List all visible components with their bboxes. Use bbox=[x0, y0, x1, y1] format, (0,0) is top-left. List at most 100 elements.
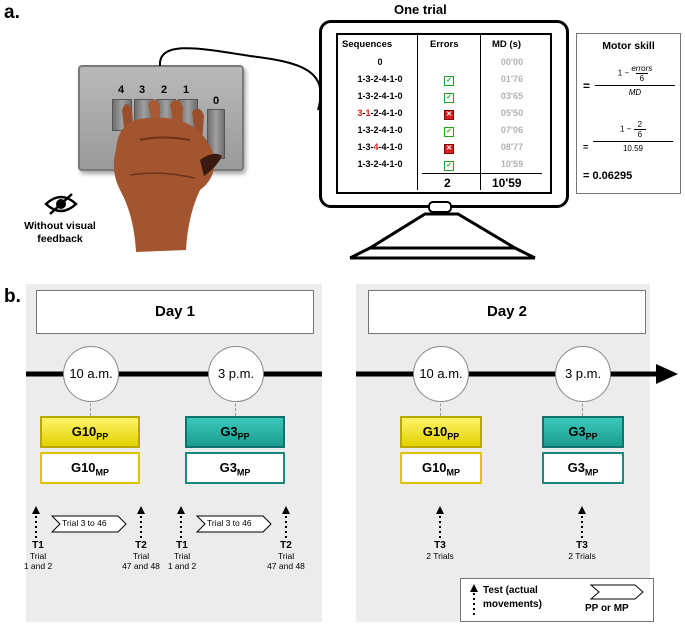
keypad-cable bbox=[158, 47, 322, 111]
legend-test-label: Test (actual movements) bbox=[483, 585, 542, 610]
practice-label-2: Trial 3 to 46 bbox=[207, 518, 252, 528]
errors-total: 2 bbox=[444, 176, 451, 190]
session-circle-day1-10am: 10 a.m. bbox=[63, 346, 119, 402]
motor-skill-title: Motor skill bbox=[602, 40, 655, 52]
group-g10-mp-day1: G10MP bbox=[40, 452, 140, 484]
sequence-row-5-error: 4 bbox=[373, 142, 379, 152]
md-row-2: 03'65 bbox=[500, 91, 524, 101]
md-row-4: 07'06 bbox=[500, 125, 524, 135]
md-row-1: 01'76 bbox=[500, 74, 524, 84]
errors-column-divider bbox=[417, 35, 418, 190]
session-circle-day2-3pm: 3 p.m. bbox=[555, 346, 611, 402]
sequence-row-4: 1-3-2-4-1-0 bbox=[357, 125, 403, 135]
md-row-6: 10'59 bbox=[500, 159, 524, 169]
sequence-column: 0 1-3-2-4-1-0 1-3-2-4-1-0 3-1-2-4-1-0 1-… bbox=[346, 57, 416, 172]
no-visual-feedback-label: Without visual feedback bbox=[24, 220, 96, 245]
test-t2-day1: T2 Trial 47 and 48 bbox=[116, 540, 166, 571]
trial-title: One trial bbox=[394, 2, 447, 17]
key-label-2: 2 bbox=[161, 84, 168, 96]
sequence-row-5: 1-3-4-4-1-0 bbox=[346, 142, 414, 152]
check-icon: ✓ bbox=[444, 127, 454, 137]
day-2-title: Day 2 bbox=[486, 303, 528, 320]
test-t1-sub: Trial 1 and 2 bbox=[23, 551, 53, 571]
test-t3-sub: 2 Trials bbox=[426, 551, 454, 561]
session-guide-3 bbox=[440, 394, 441, 416]
key-label-0: 0 bbox=[213, 95, 220, 107]
test-t1-day1-pm: T1 Trial 1 and 2 bbox=[162, 540, 202, 571]
key-label-3: 3 bbox=[139, 84, 146, 96]
key-label-4: 4 bbox=[118, 84, 125, 96]
formula-2-denominator: 10.59 bbox=[593, 141, 673, 153]
test-t2-sub: Trial 47 and 48 bbox=[267, 551, 305, 571]
test-t1-label: T1 bbox=[32, 540, 44, 551]
md-column-divider bbox=[480, 35, 481, 190]
key-label-1: 1 bbox=[183, 84, 190, 96]
moon-icon bbox=[329, 358, 344, 388]
sequence-row-0: 0 bbox=[377, 57, 383, 67]
sequence-row-1: 1-3-2-4-1-0 bbox=[357, 74, 403, 84]
test-t3-day2-am: T3 2 Trials bbox=[415, 540, 465, 561]
test-t1-day1: T1 Trial 1 and 2 bbox=[18, 540, 58, 571]
practice-chevron-1 bbox=[50, 515, 127, 533]
crossed-eye-icon bbox=[44, 193, 78, 215]
cross-icon: ✕ bbox=[444, 144, 454, 154]
formula-2-six: 6 bbox=[633, 129, 647, 139]
sequence-row-3-error-a: 3 bbox=[357, 108, 363, 118]
test-t3-label: T3 bbox=[576, 540, 588, 551]
panel-b-label: b. bbox=[4, 286, 21, 307]
equals-sign-1: = bbox=[583, 79, 591, 93]
test-t2-sub: Trial 47 and 48 bbox=[122, 551, 160, 571]
legend-practice-chevron bbox=[589, 584, 644, 600]
formula-2-errors-term: 2 bbox=[637, 120, 643, 129]
md-row-5: 08'77 bbox=[500, 142, 524, 152]
md-column: 00'00 01'76 03'65 05'50 07'06 08'77 10'5… bbox=[482, 57, 544, 172]
sequence-row-5-start: 1-3- bbox=[357, 142, 374, 152]
sequence-row-3-dash: - bbox=[362, 108, 366, 118]
panel-a-label: a. bbox=[4, 2, 20, 23]
sequence-row-6: 1-3-2-4-1-0 bbox=[357, 159, 403, 169]
group-g10-mp-day2: G10MP bbox=[400, 452, 482, 484]
motor-skill-result: = 0.06295 bbox=[583, 170, 633, 182]
sequence-row-5-rest: -4-1-0 bbox=[378, 142, 403, 152]
group-g3-pp-day1: G3PP bbox=[185, 416, 285, 448]
check-icon: ✓ bbox=[444, 93, 454, 103]
session-circle-day1-3pm: 3 p.m. bbox=[208, 346, 264, 402]
check-icon: ✓ bbox=[444, 161, 454, 171]
sequences-header: Sequences bbox=[342, 39, 393, 50]
session-guide-2 bbox=[235, 394, 236, 416]
group-g3-mp-day2: G3MP bbox=[542, 452, 624, 484]
practice-label-1: Trial 3 to 46 bbox=[62, 518, 107, 528]
test-t1-sub: Trial 1 and 2 bbox=[167, 551, 197, 571]
test-t3-sub: 2 Trials bbox=[568, 551, 596, 561]
test-t2-day1-pm: T2 Trial 47 and 48 bbox=[261, 540, 311, 571]
test-t2-label: T2 bbox=[280, 540, 292, 551]
errors-header: Errors bbox=[430, 39, 459, 50]
group-g3-pp-day2: G3PP bbox=[542, 416, 624, 448]
session-circle-day2-10am: 10 a.m. bbox=[413, 346, 469, 402]
trial-screen: Sequences Errors MD (s) 0 1-3-2-4-1-0 1-… bbox=[336, 33, 552, 194]
sequence-row-3: 3-1-2-4-1-0 bbox=[346, 108, 414, 118]
errors-column: ✓ ✓ ✕ ✓ ✕ ✓ bbox=[444, 57, 456, 172]
cross-icon: ✕ bbox=[444, 110, 454, 120]
formula-1-errors-term: errors bbox=[631, 64, 653, 73]
test-t2-label: T2 bbox=[135, 540, 147, 551]
totals-divider bbox=[422, 173, 542, 174]
test-t3-label: T3 bbox=[434, 540, 446, 551]
legend-box: Test (actual movements) PP or MP bbox=[460, 578, 654, 622]
formula-1-denominator: MD bbox=[595, 85, 675, 97]
formula-1-six: 6 bbox=[635, 73, 649, 83]
group-g10-pp-day1: G10PP bbox=[40, 416, 140, 448]
test-t1-label: T1 bbox=[176, 540, 188, 551]
equals-sign-2: = bbox=[583, 142, 589, 152]
sequence-row-3-rest: -2-4-1-0 bbox=[370, 108, 403, 118]
day-1-title-box: Day 1 bbox=[36, 290, 314, 334]
md-row-3: 05'50 bbox=[500, 108, 524, 118]
session-guide-1 bbox=[90, 394, 91, 416]
sequence-row-3-error-b: 1 bbox=[365, 108, 371, 118]
md-total: 10'59 bbox=[492, 176, 522, 190]
legend-practice-label: PP or MP bbox=[585, 603, 629, 614]
